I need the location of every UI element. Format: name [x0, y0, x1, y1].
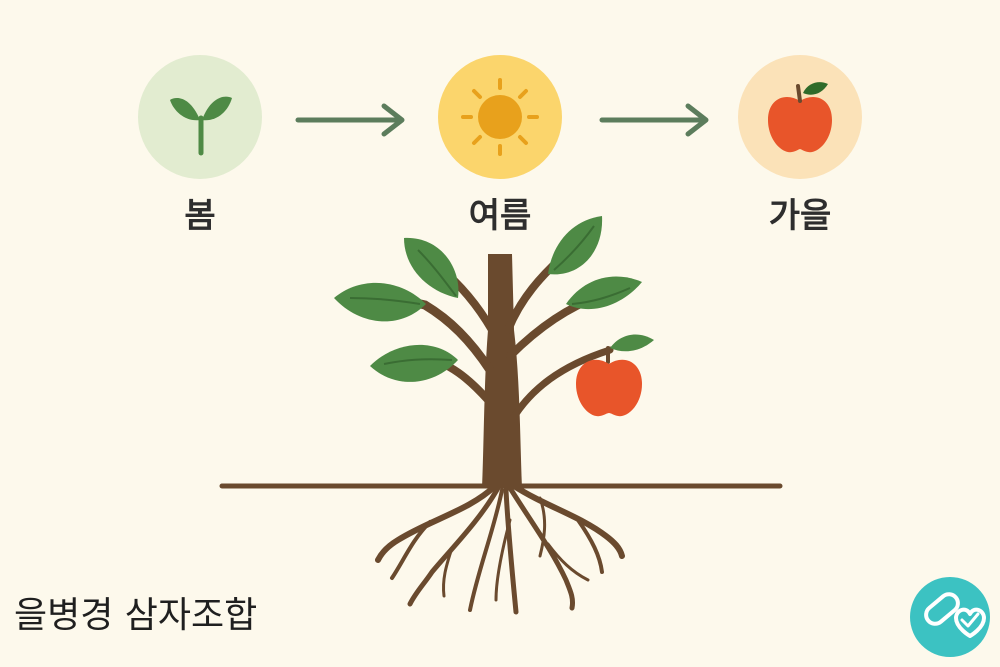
season-label-spring: 봄 — [184, 196, 216, 236]
arrow-spring-to-summer — [295, 103, 405, 137]
spring-node — [138, 55, 262, 179]
summer-node — [438, 55, 562, 179]
arrow-summer-to-autumn — [599, 103, 709, 137]
season-label-autumn: 가을 — [768, 196, 832, 236]
caption-text: 을병경 삼자조합 — [14, 595, 258, 636]
tree-apple — [576, 346, 642, 417]
tree-illustration — [219, 216, 783, 615]
leaf — [334, 282, 426, 322]
tree-roots — [375, 483, 625, 615]
sun-icon — [461, 78, 539, 156]
autumn-node — [738, 55, 862, 179]
apple-icon — [768, 82, 832, 153]
leaf — [370, 344, 458, 382]
capsule-heart-badge-icon — [910, 577, 990, 657]
leaf — [566, 276, 642, 310]
leaf — [610, 334, 654, 352]
season-label-summer: 여름 — [468, 196, 532, 236]
sprout-icon — [170, 96, 232, 156]
tree-leaves — [334, 216, 654, 382]
leaf — [548, 216, 603, 275]
